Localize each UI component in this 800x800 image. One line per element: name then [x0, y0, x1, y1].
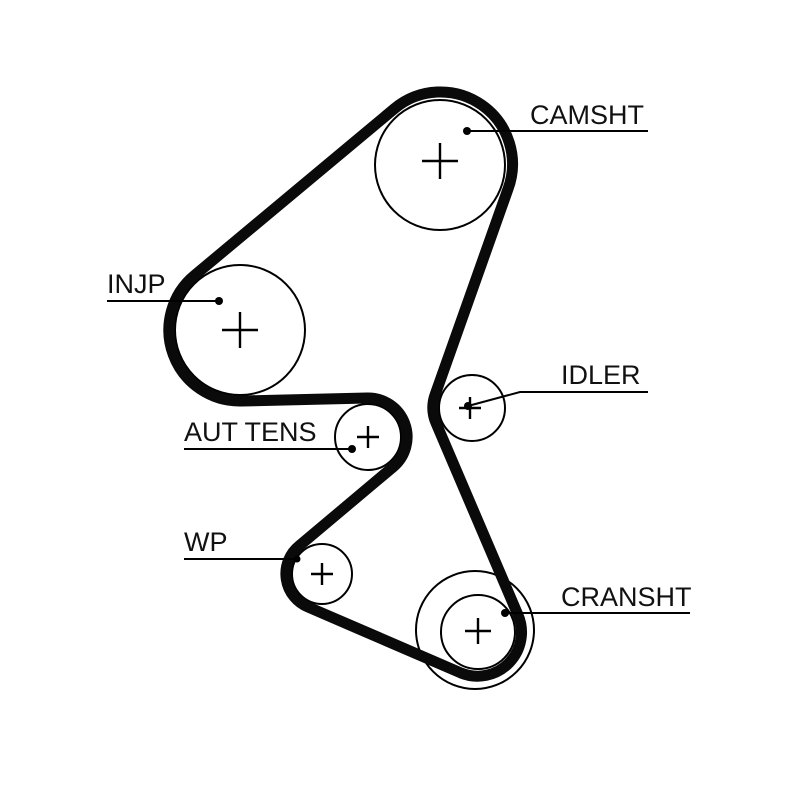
wp-label: WP: [184, 527, 228, 557]
cransht-plus-icon: [465, 618, 491, 644]
aut-tens-leader-dot: [348, 445, 356, 453]
leader-dots: [215, 127, 509, 617]
camsht-plus-icon: [422, 143, 458, 179]
wp-plus-icon: [311, 563, 333, 585]
center-marks: [222, 143, 491, 644]
injp-leader-dot: [215, 297, 223, 305]
timing-belt: [163, 86, 527, 682]
idler-leader-line: [467, 391, 648, 407]
wp-leader-dot: [293, 555, 301, 563]
idler-leader-dot: [464, 402, 472, 410]
aut-tens-label: AUT TENS: [184, 417, 317, 447]
injp-plus-icon: [222, 312, 258, 348]
aut-tens-plus-icon: [357, 426, 379, 448]
labels: CAMSHT INJP IDLER AUT TENS WP CRANSHT: [107, 100, 692, 612]
cransht-label: CRANSHT: [561, 582, 692, 612]
cransht-leader-dot: [501, 609, 509, 617]
camsht-leader-dot: [463, 127, 471, 135]
injp-label: INJP: [107, 269, 166, 299]
leader-lines: [107, 130, 690, 614]
camsht-label: CAMSHT: [530, 100, 644, 130]
idler-label: IDLER: [561, 360, 641, 390]
